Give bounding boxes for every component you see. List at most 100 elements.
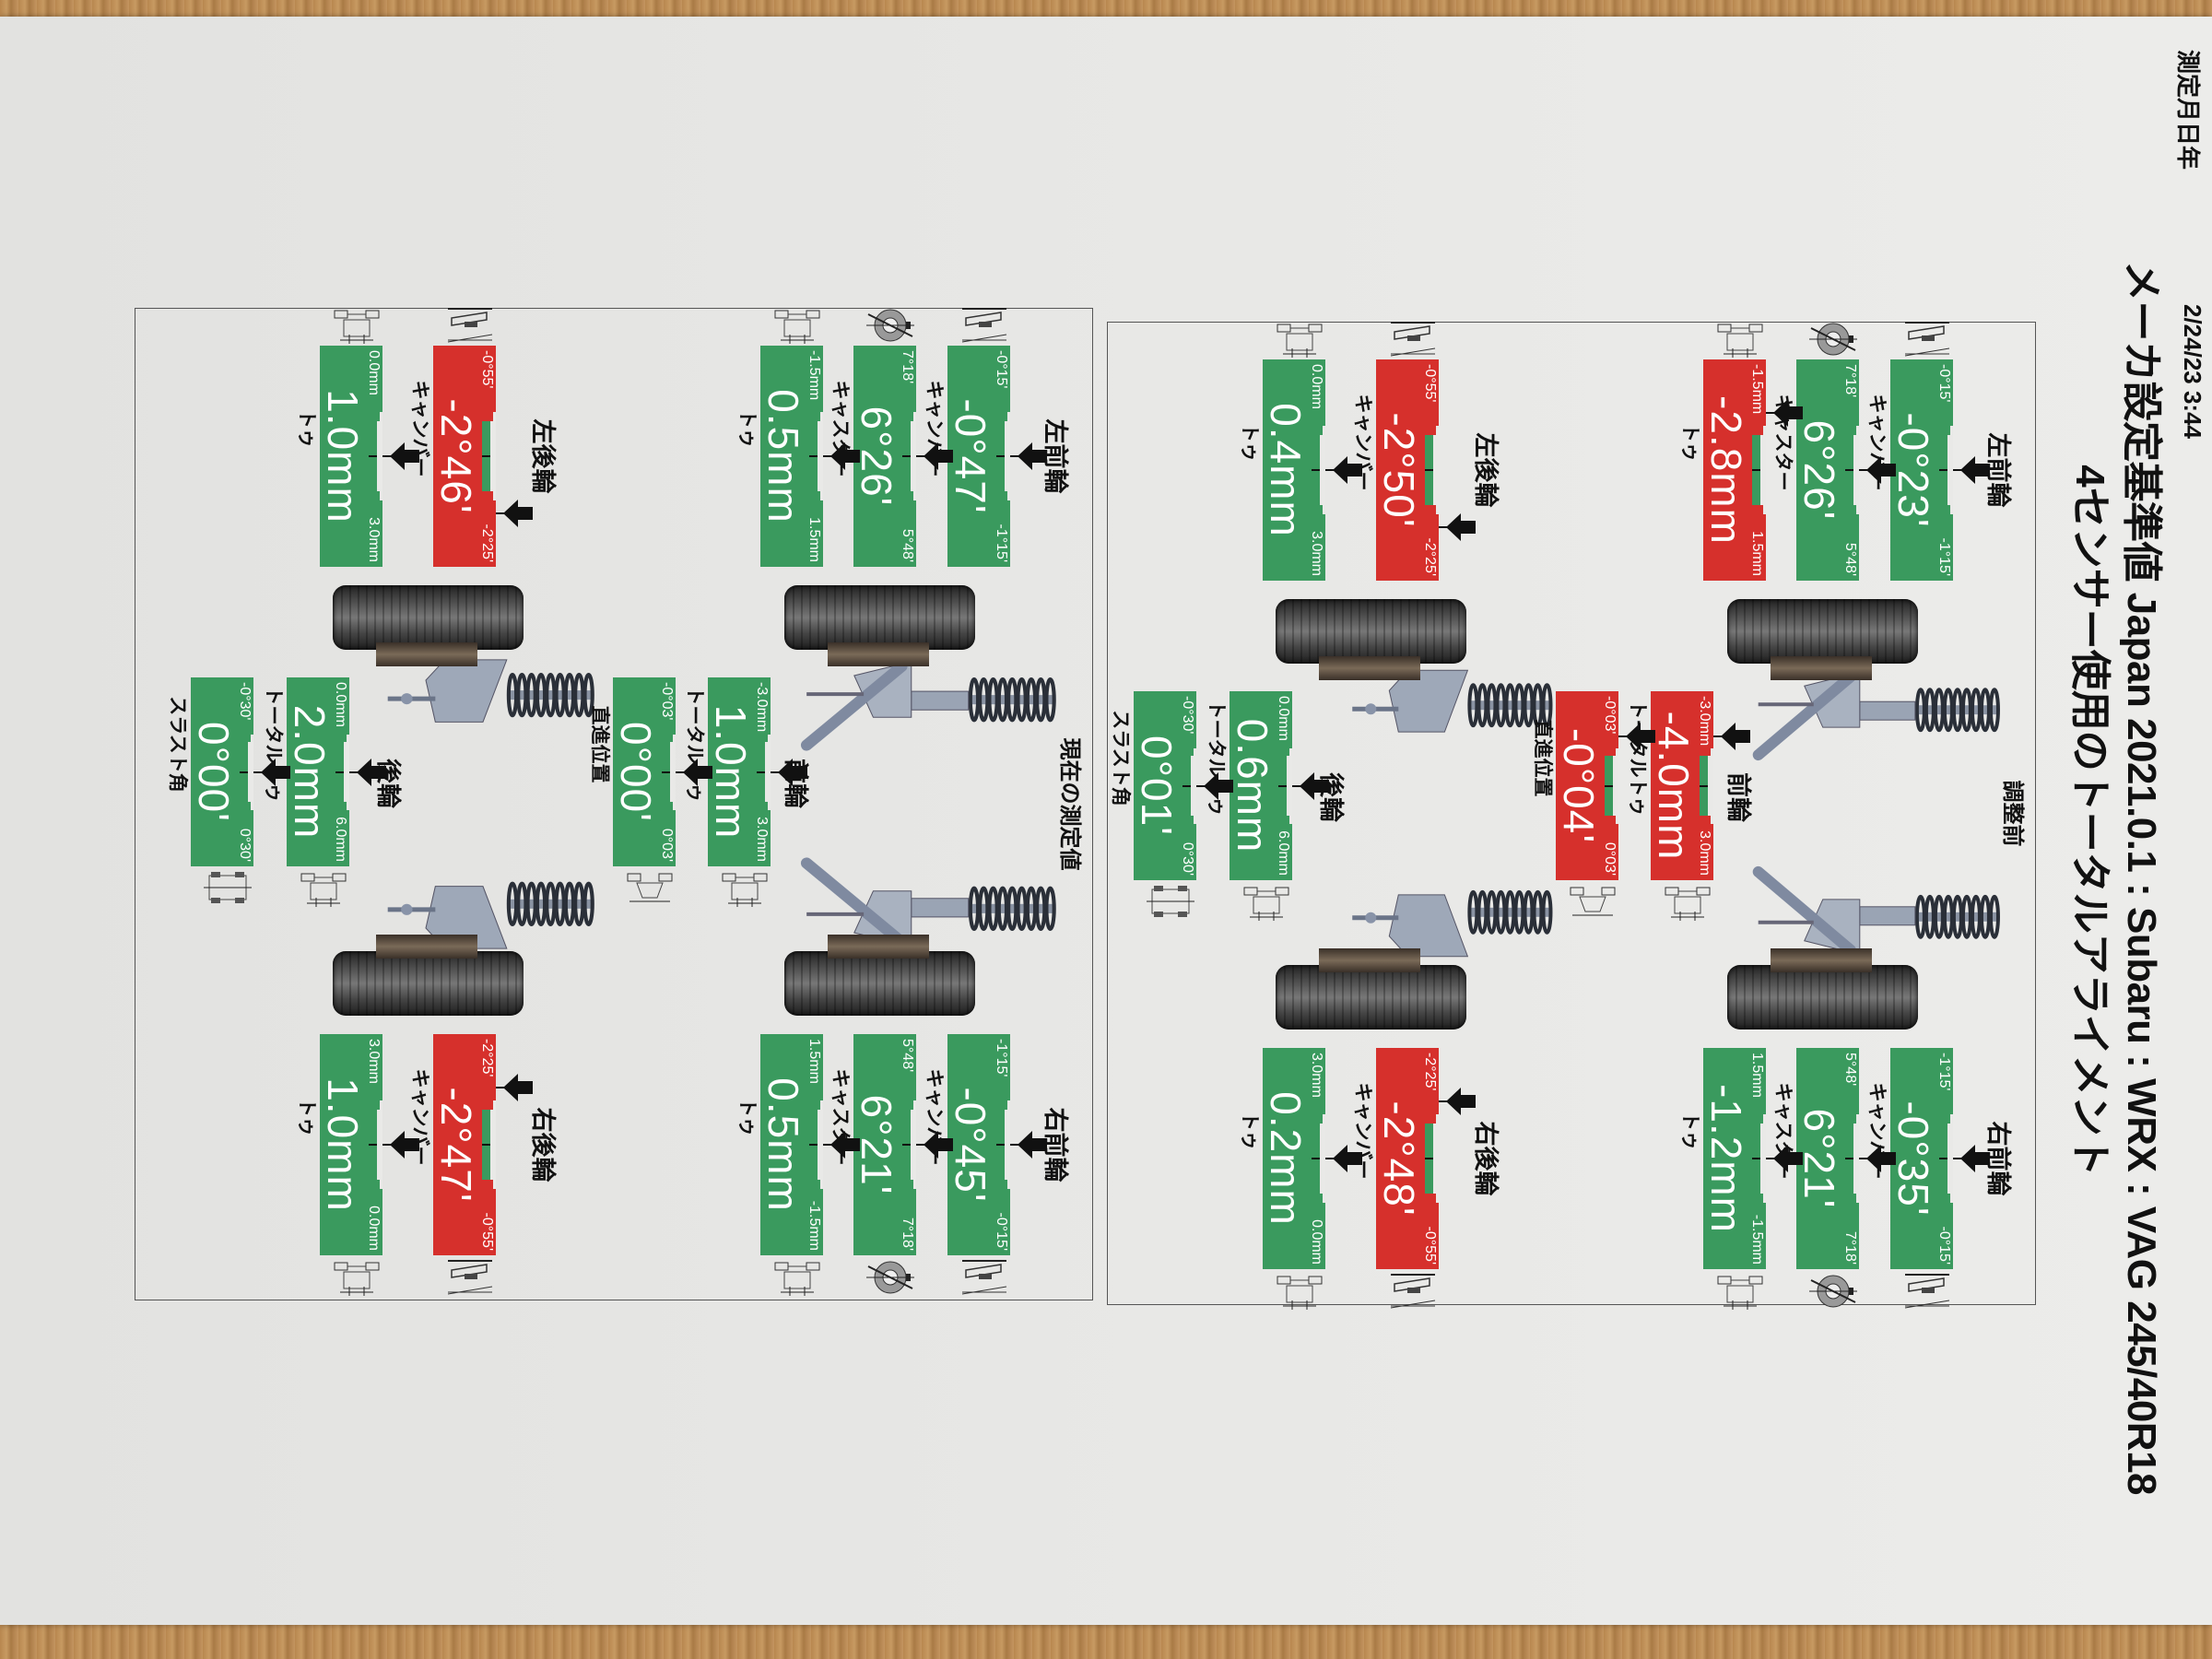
toe-icon: [331, 1259, 382, 1296]
arrow-line: [1766, 1158, 1775, 1159]
measurement-name: トゥ: [1239, 1112, 1260, 1150]
measured-value: 0.5mm: [760, 389, 807, 524]
caster-icon: [865, 307, 916, 344]
measurement-name: 直進位置: [589, 705, 610, 783]
range-end-label: 3.0mm: [366, 517, 382, 562]
rear-axle-thrust-bar: -0°30'0°30'0°00': [191, 677, 253, 866]
range-start-label: 1.5mm: [806, 1039, 822, 1084]
arrow-stem: [938, 1138, 953, 1151]
range-end-label: 1.5mm: [1749, 531, 1765, 576]
center-tick: [1425, 469, 1433, 471]
measured-value: -0°45': [947, 1087, 994, 1203]
center-tick: [757, 771, 765, 773]
indicator-arrow-icon: [1325, 1145, 1362, 1172]
arrow-head: [1960, 456, 1975, 484]
range-start-label: 7°18': [900, 350, 915, 384]
indicator-arrow-icon: [496, 500, 533, 528]
arrow-line: [1325, 469, 1335, 471]
arrow-head: [1626, 723, 1641, 751]
arrow-line: [1766, 411, 1775, 414]
indicator-arrow-icon: [1439, 1087, 1476, 1115]
arrow-stem: [1032, 1138, 1047, 1151]
tolerance-window-notch: [1853, 1123, 1859, 1194]
arrow-line: [1618, 735, 1628, 738]
arrow-head: [1204, 771, 1218, 800]
front-left-camber-gauge: -0°15'-1°15'-0°47'キャンバー: [918, 308, 1047, 567]
measured-value: 1.0mm: [320, 389, 367, 524]
rear-right-knuckle: [1388, 894, 1469, 958]
indicator-arrow-icon: [1953, 1145, 1990, 1172]
arrow-head: [924, 1131, 938, 1159]
arrow-stem: [1788, 1152, 1803, 1165]
camber-icon: [1387, 321, 1439, 358]
range-end-label: 7°18': [1842, 1230, 1858, 1265]
range-start-label: -1.5mm: [1749, 364, 1765, 415]
center-tick: [240, 771, 248, 773]
toe-icon: [1274, 321, 1325, 358]
caster-icon: [1807, 1273, 1859, 1310]
front-right-tire: [784, 951, 975, 1016]
range-end-label: 0°03': [1602, 841, 1618, 876]
center-tick: [1312, 469, 1320, 471]
measured-value: 0.4mm: [1263, 403, 1310, 537]
arrow-head: [1300, 771, 1314, 800]
range-start-label: 5°48': [900, 1039, 915, 1073]
measured-value: -4.0mm: [1651, 711, 1698, 861]
measurement-name: トゥ: [296, 409, 317, 448]
measurement-name: トゥ: [296, 1098, 317, 1136]
arrow-head: [1446, 1087, 1461, 1115]
measured-value: 2.0mm: [287, 704, 334, 840]
indicator-arrow-icon: [253, 758, 290, 786]
wheel-hub: [828, 642, 929, 666]
arrow-line: [1439, 526, 1448, 529]
rear-right-camber-bar: -2°25'-0°55'-2°47': [433, 1034, 496, 1255]
arrow-line: [496, 512, 505, 515]
front-left-camber-bar: -0°15'-1°15'-0°47': [947, 346, 1010, 567]
tire-tread: [1727, 599, 1918, 664]
front-left-knuckle: [853, 661, 912, 718]
tolerance-window-notch: [670, 741, 676, 803]
toe-icon: [1241, 884, 1292, 921]
rear-left-camber-gauge: -0°55'-2°25'-2°50'キャンバー: [1347, 322, 1476, 581]
front-right-camber-gauge: -1°15'-0°15'-0°45'キャンバー: [918, 1034, 1047, 1295]
measured-value: -2°50': [1376, 412, 1423, 528]
tolerance-window-notch: [818, 420, 823, 492]
front-left-tire: [784, 585, 975, 650]
camber-icon: [444, 1259, 496, 1296]
arrow-stem: [405, 450, 419, 463]
arrow-line: [916, 455, 925, 457]
front-axle-steering-center-bar: -0°03'0°03'0°00': [613, 677, 676, 866]
indicator-arrow-icon: [1325, 456, 1362, 484]
steering-icon: [624, 870, 676, 907]
indicator-arrow-icon: [1010, 442, 1047, 470]
range-start-label: -0°15': [1936, 364, 1952, 403]
tolerance-window-notch: [1947, 1123, 1953, 1194]
toe-icon: [771, 307, 823, 344]
panel-current-measurement: 現在の測定値左前輪右前輪前輪左後輪右後輪後輪-0°15'-1°15'-0°47'…: [135, 308, 1093, 1300]
indicator-arrow-icon: [1953, 456, 1990, 484]
center-tick: [662, 771, 670, 773]
front-right-caster-bar: 5°48'7°18'6°21': [853, 1034, 916, 1255]
arrow-stem: [698, 765, 712, 779]
indicator-arrow-icon: [1292, 771, 1329, 800]
arrow-stem: [371, 765, 386, 779]
arrow-head: [390, 442, 405, 470]
front-axle-steering-center-bar: -0°03'0°03'-0°04': [1556, 691, 1618, 880]
indicator-arrow-icon: [349, 758, 386, 786]
arrow-stem: [845, 450, 860, 463]
measured-value: -2°46': [433, 398, 480, 514]
arrow-head: [830, 1131, 845, 1159]
arrow-line: [1196, 784, 1206, 787]
range-start-label: 1.5mm: [1749, 1053, 1765, 1098]
indicator-arrow-icon: [916, 442, 953, 470]
camber-icon: [444, 307, 496, 344]
wheel-hub: [1319, 948, 1420, 972]
measured-value: 6°26': [853, 406, 900, 507]
